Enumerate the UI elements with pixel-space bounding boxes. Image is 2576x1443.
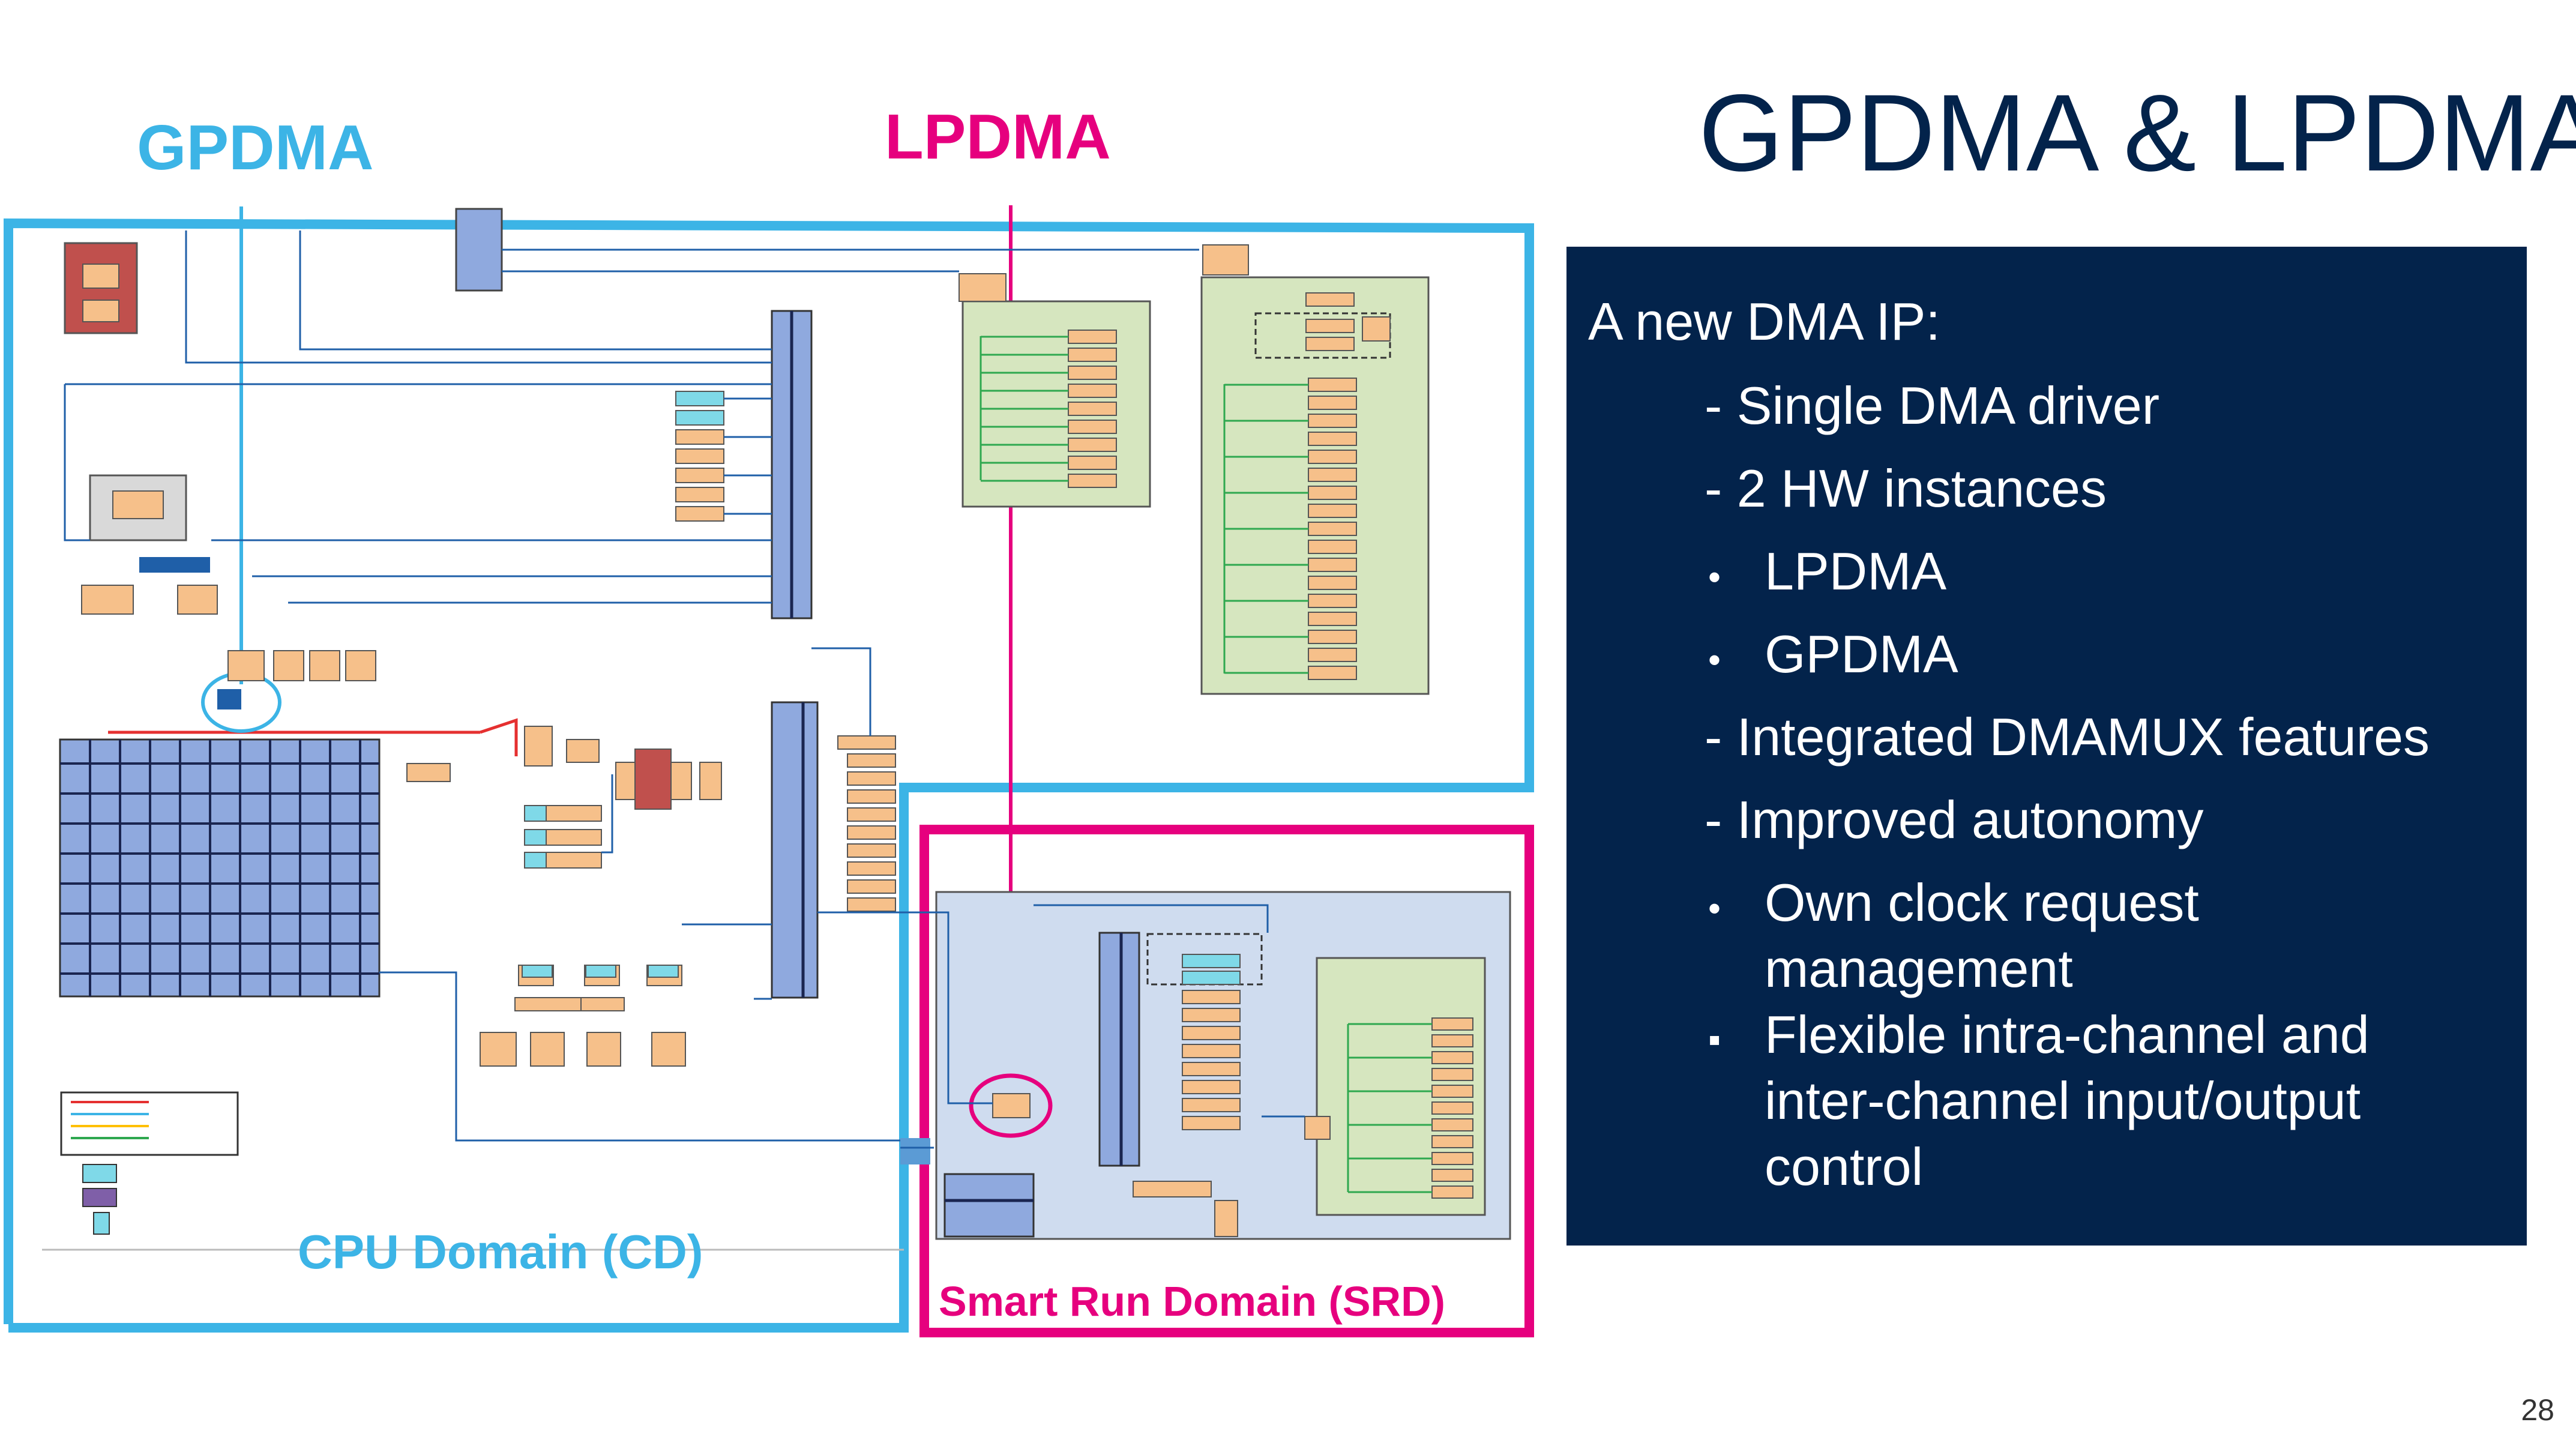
info-item: - Improved autonomy [1705,790,2204,849]
info-panel: A new DMA IP: - Single DMA driver - 2 HW… [1566,247,2527,1246]
info-item: - Integrated DMAMUX features [1705,707,2430,767]
page-number: 28 [2521,1393,2554,1427]
info-item: control [1765,1137,1924,1196]
lpdma-highlight [969,1073,1053,1138]
info-heading: A new DMA IP: [1588,292,1940,351]
smart-run-domain-label: Smart Run Domain (SRD) [939,1278,1445,1325]
bullet-icon: • [1708,888,1721,929]
info-item: LPDMA [1765,541,1947,601]
cpu-domain-outline [3,218,1534,1333]
bullet-icon: • [1708,557,1721,597]
info-item: - Single DMA driver [1705,376,2160,435]
cpu-domain-label: CPU Domain (CD) [298,1225,703,1279]
info-item: - 2 HW instances [1705,459,2107,518]
lpdma-label: LPDMA [885,101,1111,172]
slide-title: GPDMA & LPDMA [1699,71,2576,194]
gpdma-label: GPDMA [137,112,374,183]
legend [60,1091,239,1235]
info-item: Flexible intra-channel and [1765,1005,2370,1064]
square-bullet-icon: ▪ [1708,1019,1721,1059]
cpu-interconnect-matrix [59,738,381,998]
info-item: inter-channel input/output [1765,1071,2361,1130]
bullet-icon: • [1708,640,1721,680]
info-item: management [1765,939,2073,998]
srd-domain-outline [919,825,1534,1337]
info-item: GPDMA [1765,624,1958,684]
info-item: Own clock request [1765,873,2199,932]
